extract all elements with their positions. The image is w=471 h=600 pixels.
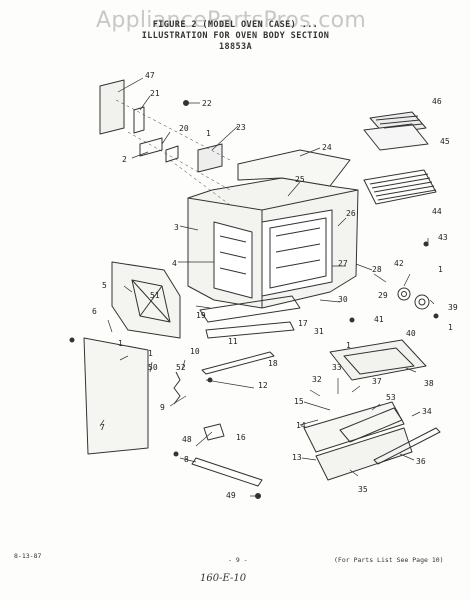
svg-text:44: 44 (432, 207, 442, 216)
footer-page-number: - 9 - (228, 556, 248, 564)
svg-text:33: 33 (332, 363, 342, 372)
svg-text:24: 24 (322, 143, 332, 152)
svg-text:38: 38 (424, 379, 434, 388)
svg-text:26: 26 (346, 209, 356, 218)
oven-cavity-left (213, 221, 253, 299)
svg-text:49: 49 (226, 491, 236, 500)
svg-text:1: 1 (346, 341, 351, 350)
svg-text:1: 1 (438, 265, 443, 274)
svg-text:25: 25 (295, 175, 305, 184)
svg-text:46: 46 (432, 97, 442, 106)
svg-text:51: 51 (150, 291, 160, 300)
oven-top-panel (237, 149, 351, 187)
footer-parts-note: (For Parts List See Page 10) (334, 556, 444, 564)
svg-text:11: 11 (228, 337, 238, 346)
svg-text:18: 18 (268, 359, 278, 368)
watermark-text: AppliancePartsPros.com (96, 8, 367, 33)
svg-text:35: 35 (358, 485, 368, 494)
svg-text:43: 43 (438, 233, 448, 242)
footer-date: 8-13-87 (14, 552, 42, 560)
svg-text:37: 37 (372, 377, 382, 386)
svg-text:48: 48 (182, 435, 192, 444)
svg-text:21: 21 (150, 89, 160, 98)
bottom-rail (191, 457, 263, 487)
svg-text:31: 31 (314, 327, 324, 336)
svg-text:9: 9 (160, 403, 165, 412)
bracket-47 (99, 79, 125, 135)
svg-text:39: 39 (448, 303, 458, 312)
svg-text:23: 23 (236, 123, 246, 132)
svg-text:41: 41 (374, 315, 384, 324)
svg-text:16: 16 (236, 433, 246, 442)
svg-text:15: 15 (294, 397, 304, 406)
handwritten-note: 160-E-10 (200, 573, 247, 584)
broil-pan (363, 123, 429, 151)
side-skin (83, 337, 149, 455)
svg-text:3: 3 (174, 223, 179, 232)
svg-text:27: 27 (338, 259, 348, 268)
oven-cavity-front (261, 209, 333, 297)
back-panel (197, 143, 223, 173)
svg-text:34: 34 (422, 407, 432, 416)
svg-text:1: 1 (148, 349, 153, 358)
svg-text:4: 4 (172, 259, 177, 268)
svg-text:52: 52 (176, 363, 186, 372)
svg-text:36: 36 (416, 457, 426, 466)
svg-text:13: 13 (292, 453, 302, 462)
svg-text:10: 10 (190, 347, 200, 356)
svg-text:32: 32 (312, 375, 322, 384)
svg-text:14: 14 (296, 421, 306, 430)
svg-text:42: 42 (394, 259, 404, 268)
svg-text:17: 17 (298, 319, 308, 328)
header-code: 18853A (218, 42, 253, 52)
svg-text:29: 29 (378, 291, 388, 300)
svg-text:47: 47 (145, 71, 155, 80)
oven-rack (363, 169, 437, 205)
svg-text:19: 19 (196, 311, 206, 320)
door-panel (315, 427, 413, 481)
svg-text:53: 53 (386, 393, 396, 402)
header-line-2: ILLUSTRATION FOR OVEN BODY SECTION (141, 31, 330, 41)
svg-text:50: 50 (148, 363, 158, 372)
header-line-1: FIGURE 2 (MODEL OVEN CASE) ... (152, 20, 319, 30)
svg-text:8: 8 (184, 455, 189, 464)
door-handle (373, 427, 441, 465)
part-number-labels: 47 21 22 23 20 2 1 24 25 3 4 26 27 28 29… (92, 71, 458, 500)
svg-text:22: 22 (202, 99, 212, 108)
svg-text:20: 20 (179, 124, 189, 133)
svg-text:1: 1 (206, 129, 211, 138)
svg-text:30: 30 (338, 295, 348, 304)
svg-text:5: 5 (102, 281, 107, 290)
svg-text:7: 7 (100, 423, 105, 432)
svg-text:12: 12 (258, 381, 268, 390)
svg-text:45: 45 (440, 137, 450, 146)
svg-text:2: 2 (122, 155, 127, 164)
svg-text:1: 1 (118, 339, 123, 348)
svg-text:6: 6 (92, 307, 97, 316)
svg-text:1: 1 (448, 323, 453, 332)
side-panel (111, 261, 181, 339)
svg-text:40: 40 (406, 329, 416, 338)
svg-text:28: 28 (372, 265, 382, 274)
oven-door-frame (329, 339, 427, 381)
